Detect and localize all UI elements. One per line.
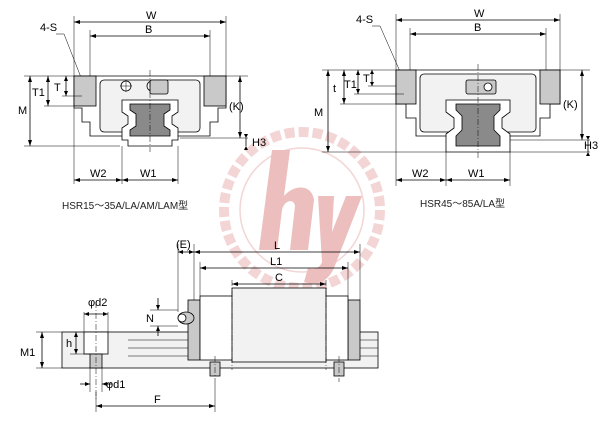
view2-label-w1: W1	[468, 168, 485, 180]
view1-label-t: T	[54, 82, 61, 94]
view3-label-d2: φd2	[88, 297, 107, 309]
view1-label-b: B	[145, 24, 152, 36]
view2-label-w: W	[474, 8, 485, 20]
view2-label-m: M	[314, 107, 323, 119]
view2-end-view: W B 4-S M t T1 T	[314, 8, 598, 210]
view1-label-w1: W1	[140, 168, 157, 180]
watermark-hy-letters	[259, 150, 362, 284]
view3-label-f: F	[154, 394, 161, 406]
view3-label-h: h	[66, 338, 72, 350]
view1-label-k: (K)	[229, 101, 244, 113]
view3-side-view: (E) L L1 C N φd2 h M1	[20, 239, 379, 412]
view2-label-h3: H3	[584, 140, 598, 152]
watermark-outer-ring	[219, 127, 385, 293]
view3-label-e: (E)	[176, 239, 191, 251]
view2-label-4s: 4-S	[356, 14, 373, 26]
caption-left: HSR15～35A/LA/AM/LAM型	[62, 199, 188, 212]
view1-label-t1: T1	[32, 87, 45, 99]
view2-label-k: (K)	[563, 99, 578, 111]
view3-label-m1: M1	[20, 347, 35, 359]
view2-label-w2: W2	[412, 168, 429, 180]
view1-label-h3: H3	[252, 137, 266, 149]
view3-label-n: N	[146, 313, 154, 325]
watermark-inner-ring	[239, 147, 365, 273]
view3-label-l: L	[274, 240, 280, 252]
view1-label-m: M	[18, 105, 27, 117]
view3-label-d1: φd1	[106, 379, 125, 391]
view2-label-tt: T	[363, 73, 370, 85]
view1-label-4s: 4-S	[40, 22, 57, 34]
view2-label-t1: T1	[344, 79, 357, 91]
view3-label-l1: L1	[270, 256, 282, 268]
view1-end-view: W B 4-S M T1 T	[18, 10, 266, 212]
view1-label-w: W	[146, 10, 157, 22]
view2-label-t: t	[333, 83, 336, 95]
view2-label-b: B	[474, 22, 481, 34]
view1-label-w2: W2	[90, 168, 107, 180]
caption-right: HSR45～85A/LA型	[420, 197, 505, 210]
watermark-logo	[219, 127, 385, 293]
view3-label-c: C	[275, 272, 283, 284]
